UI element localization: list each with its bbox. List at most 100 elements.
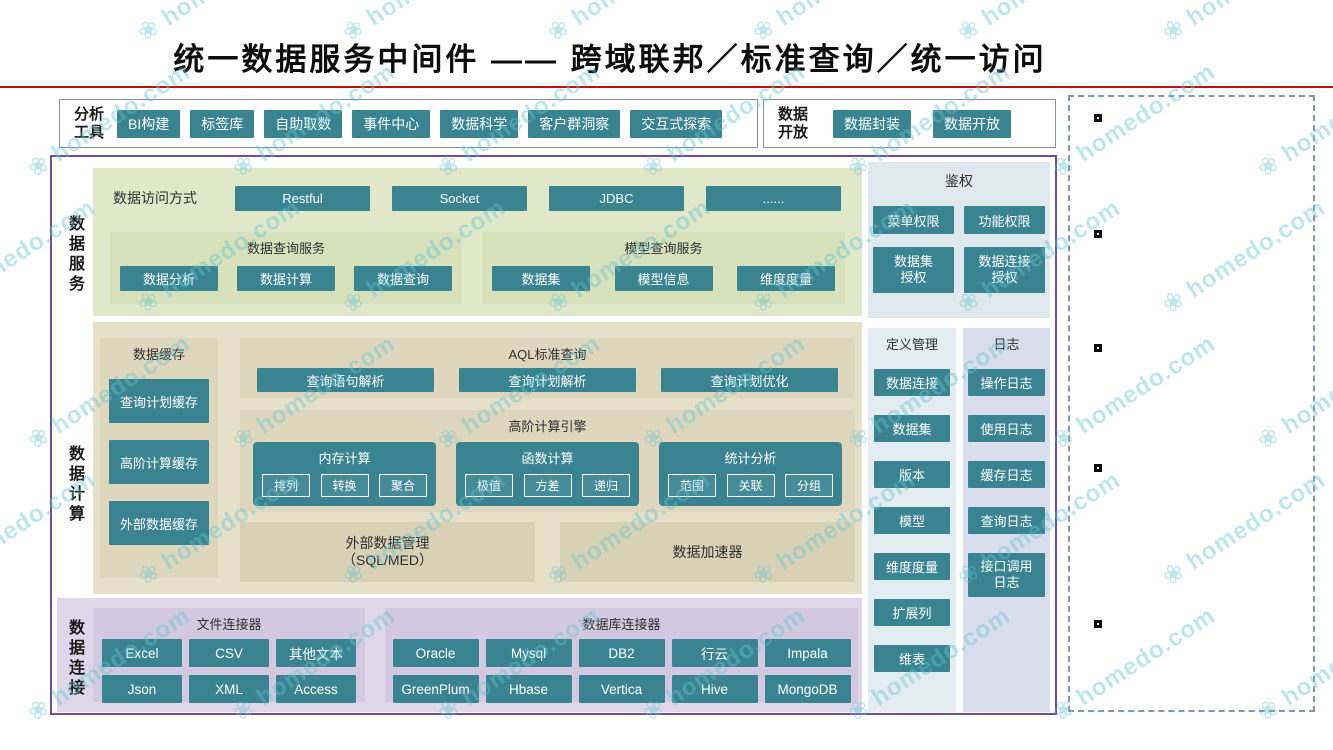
dataset-auth-button[interactable]: 数据集 授权 xyxy=(873,247,954,293)
db-connector-title: 数据库连接器 xyxy=(582,617,661,632)
restful-button[interactable]: Restful xyxy=(235,185,370,211)
dimension-measure-button[interactable]: 维度度量 xyxy=(737,266,835,291)
external-data-cache-button[interactable]: 外部数据缓存 xyxy=(109,501,209,545)
json-button[interactable]: Json xyxy=(102,675,182,703)
auth-title: 鉴权 xyxy=(945,173,973,189)
query-plan-cache-button[interactable]: 查询计划缓存 xyxy=(109,379,209,423)
data-compute-button[interactable]: 数据计算 xyxy=(237,266,335,291)
interactive-explore-button[interactable]: 交互式探索 xyxy=(630,109,723,138)
hbase-button[interactable]: Hbase xyxy=(485,675,572,703)
memory-compute-group: 内存计算 排列 转换 聚合 xyxy=(253,442,436,506)
file-connector-title: 文件连接器 xyxy=(196,617,262,632)
mongodb-button[interactable]: MongoDB xyxy=(764,675,851,703)
db-connector-box: 数据库连接器 Oracle Mysql DB2 行云 Impala GreenP… xyxy=(385,608,858,703)
mysql-button[interactable]: Mysql xyxy=(485,639,572,667)
tag-library-button[interactable]: 标签库 xyxy=(190,109,255,138)
csv-button[interactable]: CSV xyxy=(189,639,269,667)
define-title: 定义管理 xyxy=(885,337,938,352)
greenplum-button[interactable]: GreenPlum xyxy=(392,675,479,703)
model-info-button[interactable]: 模型信息 xyxy=(614,266,713,291)
data-open-button[interactable]: 数据开放 xyxy=(933,109,1011,138)
main-architecture-box: 数据访问方式 Restful Socket JDBC ...... 数据查询服务… xyxy=(50,155,1057,715)
dataset-button[interactable]: 数据集 xyxy=(492,266,590,291)
file-connector-box: 文件连接器 Excel CSV 其他文本 Json XML Access xyxy=(93,608,365,703)
transform-button[interactable]: 转换 xyxy=(320,474,369,497)
recursion-button[interactable]: 递归 xyxy=(582,474,630,497)
oracle-button[interactable]: Oracle xyxy=(392,639,479,667)
legend-bullet xyxy=(1094,230,1102,238)
hive-button[interactable]: Hive xyxy=(671,675,758,703)
connection-auth-button[interactable]: 数据连接 授权 xyxy=(964,247,1045,293)
usage-log-button[interactable]: 使用日志 xyxy=(968,415,1045,442)
jdbc-button[interactable]: JDBC xyxy=(549,185,684,211)
xingyun-button[interactable]: 行云 xyxy=(671,639,758,667)
legend-bullet xyxy=(1094,344,1102,352)
arrange-button[interactable]: 排列 xyxy=(262,474,310,497)
model-button[interactable]: 模型 xyxy=(874,507,950,534)
range-button[interactable]: 范围 xyxy=(668,474,716,497)
data-science-button[interactable]: 数据科学 xyxy=(440,109,519,138)
access-button[interactable]: Access xyxy=(276,675,356,703)
menu-permission-button[interactable]: 菜单权限 xyxy=(873,206,954,234)
data-analysis-button[interactable]: 数据分析 xyxy=(120,266,218,291)
api-call-log-button[interactable]: 接口调用 日志 xyxy=(968,553,1045,597)
define-data-connection-button[interactable]: 数据连接 xyxy=(874,369,950,396)
more-protocols-button[interactable]: ...... xyxy=(706,185,841,211)
define-dimension-measure-button[interactable]: 维度度量 xyxy=(874,553,950,580)
analysis-tools-label: 分析工具 xyxy=(73,105,104,141)
correlation-button[interactable]: 关联 xyxy=(726,474,775,497)
data-connect-panel: 文件连接器 Excel CSV 其他文本 Json XML Access 数据库… xyxy=(57,598,862,712)
function-compute-group: 函数计算 极值 方差 递归 xyxy=(456,442,639,506)
vertica-button[interactable]: Vertica xyxy=(578,675,665,703)
access-methods-row: 数据访问方式 Restful Socket JDBC ...... xyxy=(113,185,848,211)
function-permission-button[interactable]: 功能权限 xyxy=(964,206,1045,234)
self-service-data-button[interactable]: 自助取数 xyxy=(264,109,343,138)
high-order-compute-cache-button[interactable]: 高阶计算缓存 xyxy=(109,440,209,484)
data-compute-panel: 数据缓存 查询计划缓存 高阶计算缓存 外部数据缓存 AQL标准查询 查询语句解析… xyxy=(93,322,862,594)
define-dataset-button[interactable]: 数据集 xyxy=(874,415,950,442)
data-query-service-box: 数据查询服务 数据分析 数据计算 数据查询 xyxy=(110,232,462,304)
version-button[interactable]: 版本 xyxy=(874,461,950,488)
data-accelerator-box: 数据加速器 xyxy=(560,522,855,582)
data-query-button[interactable]: 数据查询 xyxy=(354,266,452,291)
query-statement-parse-button[interactable]: 查询语句解析 xyxy=(257,368,434,392)
socket-button[interactable]: Socket xyxy=(392,185,527,211)
query-log-button[interactable]: 查询日志 xyxy=(968,507,1045,534)
function-compute-title: 函数计算 xyxy=(521,451,574,466)
data-connect-label: 数据连接 xyxy=(66,619,83,699)
cache-log-button[interactable]: 缓存日志 xyxy=(968,461,1045,488)
external-data-management-box: 外部数据管理 （SQL/MED） xyxy=(240,522,535,582)
variance-button[interactable]: 方差 xyxy=(523,474,572,497)
model-query-service-title: 模型查询服务 xyxy=(624,241,703,256)
excel-button[interactable]: Excel xyxy=(102,639,182,667)
extremum-button[interactable]: 极值 xyxy=(465,474,513,497)
grouping-button[interactable]: 分组 xyxy=(785,474,833,497)
dimension-table-button[interactable]: 维表 xyxy=(874,645,950,672)
extended-column-button[interactable]: 扩展列 xyxy=(874,599,950,626)
memory-compute-title: 内存计算 xyxy=(318,451,371,466)
event-center-button[interactable]: 事件中心 xyxy=(352,109,431,138)
xml-button[interactable]: XML xyxy=(189,675,269,703)
legend-bullet xyxy=(1094,464,1102,472)
aggregate-button[interactable]: 聚合 xyxy=(379,474,427,497)
operation-log-button[interactable]: 操作日志 xyxy=(968,369,1045,396)
other-text-button[interactable]: 其他文本 xyxy=(276,639,356,667)
data-encapsulation-button[interactable]: 数据封装 xyxy=(833,109,911,138)
aql-standard-query-box: AQL标准查询 查询语句解析 查询计划解析 查询计划优化 xyxy=(240,338,855,398)
customer-insight-button[interactable]: 客户群洞察 xyxy=(528,109,621,138)
query-plan-optimize-button[interactable]: 查询计划优化 xyxy=(661,368,838,392)
page-title: 统一数据服务中间件 —— 跨域联邦／标准查询／统一访问 xyxy=(173,42,1047,77)
query-plan-parse-button[interactable]: 查询计划解析 xyxy=(459,368,636,392)
high-order-engine-title: 高阶计算引擎 xyxy=(508,419,587,434)
data-open-label: 数据开放 xyxy=(777,105,808,141)
access-methods-title: 数据访问方式 xyxy=(113,190,197,206)
aql-standard-query-title: AQL标准查询 xyxy=(508,347,587,362)
impala-button[interactable]: Impala xyxy=(764,639,851,667)
log-panel: 日志 操作日志 使用日志 缓存日志 查询日志 接口调用 日志 xyxy=(963,328,1050,712)
model-query-service-box: 模型查询服务 数据集 模型信息 维度度量 xyxy=(482,232,845,304)
bi-build-button[interactable]: BI构建 xyxy=(117,109,181,138)
define-panel: 定义管理 数据连接 数据集 版本 模型 维度度量 扩展列 维表 xyxy=(868,328,956,712)
legend-bullet xyxy=(1094,620,1102,628)
db2-button[interactable]: DB2 xyxy=(578,639,665,667)
statistical-analysis-title: 统计分析 xyxy=(724,451,777,466)
